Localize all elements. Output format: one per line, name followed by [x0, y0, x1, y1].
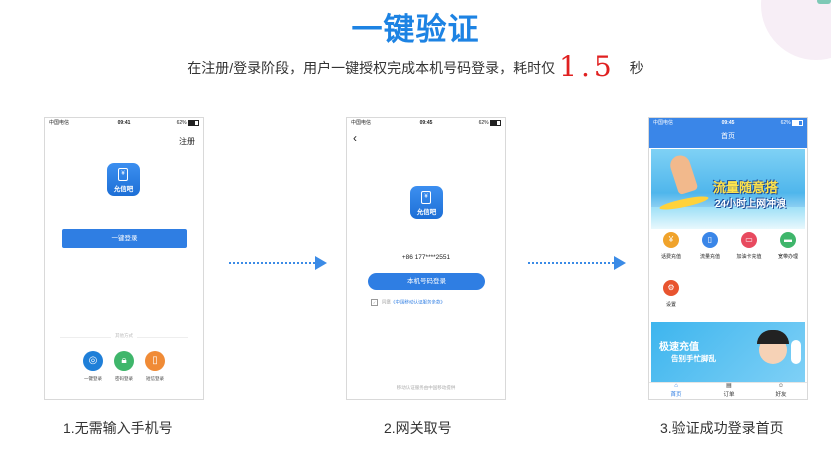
grid-label: 加油卡充值 — [736, 254, 762, 260]
grid-label: 宽带办理 — [777, 254, 798, 260]
battery-icon — [188, 119, 199, 126]
step-caption-3: 3.验证成功登录首页 — [660, 420, 784, 436]
divider-label: 其他方式 — [111, 333, 137, 339]
banner-headline: 极速充值 — [659, 342, 699, 353]
flow-arrow — [229, 256, 329, 270]
grid-item-fuel-card[interactable]: ▭ 加油卡充值 — [730, 232, 768, 260]
surfer-graphic — [667, 152, 699, 196]
settings-icon: ⚙ — [663, 280, 679, 296]
home-icon: ⌂ — [674, 383, 678, 389]
grid-item-broadband[interactable]: ▬ 宽带办理 — [769, 232, 807, 260]
order-icon: ▤ — [726, 383, 732, 389]
duration-value: 1.5 — [559, 50, 616, 83]
register-link[interactable]: 注册 — [179, 137, 195, 146]
option-label: 一键登录 — [84, 376, 102, 381]
other-methods-divider: 其他方式 — [60, 333, 188, 339]
grid-label: 话费充值 — [660, 254, 681, 260]
option-label: 密码登录 — [115, 376, 133, 381]
tab-home[interactable]: ⌂ 首页 — [651, 383, 701, 398]
status-bar: 中国电信 09:41 62% — [45, 118, 203, 128]
subtitle-text: 在注册/登录阶段，用户一键授权完成本机号码登录，耗时仅 — [187, 60, 556, 76]
battery-percent: 62% — [780, 120, 791, 126]
masked-phone-number: +86 177****2551 — [401, 254, 451, 261]
page-title: 一键验证 — [351, 12, 480, 47]
battery-icon — [792, 119, 803, 126]
status-bar: 中国电信 09:45 62% — [649, 118, 807, 128]
clock: 09:45 — [419, 120, 433, 126]
battery-icon — [490, 119, 501, 126]
phone-mockup-login: 中国电信 09:41 62% 注册 ¥ 允信吧 一键登录 其他方式 ◎ 一键登录… — [44, 117, 204, 400]
phone-mockup-home: 中国电信 09:45 62% 首页 流量随意搭 24小时上网冲浪 ¥ 话费充值 … — [648, 117, 808, 400]
arrow-head-icon — [315, 256, 327, 270]
flow-arrow — [528, 256, 628, 270]
data-icon: ▯ — [702, 232, 718, 248]
option-one-click[interactable]: ◎ 一键登录 — [78, 351, 108, 382]
sms-phone-icon: ▯ — [145, 351, 165, 371]
status-bar: 中国电信 09:45 62% — [347, 118, 505, 128]
carrier: 中国电信 — [653, 120, 674, 126]
grid-item-data[interactable]: ▯ 流量充值 — [691, 232, 729, 260]
app-name: 允信吧 — [113, 186, 134, 193]
phone-bill-icon: ¥ — [663, 232, 679, 248]
grid-label: 设置 — [665, 302, 676, 308]
battery-percent: 62% — [478, 120, 489, 126]
battery-percent: 62% — [176, 120, 187, 126]
battery-status: 62% — [177, 118, 199, 128]
banner-headline: 流量随意搭 — [713, 180, 779, 195]
app-name: 允信吧 — [416, 209, 437, 216]
local-number-login-button[interactable]: 本机号码登录 — [368, 273, 485, 290]
terms-agreement[interactable]: ✓ 同意《中国移动认证服务条款》 — [371, 299, 445, 306]
one-click-login-button[interactable]: 一键登录 — [62, 229, 187, 248]
option-sms[interactable]: ▯ 短信登录 — [140, 351, 170, 382]
rabbit-graphic — [791, 340, 801, 364]
agree-prefix: 同意 — [382, 299, 391, 305]
agree-checkbox[interactable]: ✓ — [371, 299, 378, 306]
carrier: 中国电信 — [351, 120, 372, 126]
friends-icon: ☺ — [777, 383, 785, 389]
step-caption-1: 1.无需输入手机号 — [63, 420, 173, 436]
promo-banner-recharge[interactable]: 极速充值 告别手忙脚乱 — [651, 322, 805, 382]
carrier: 中国电信 — [49, 120, 70, 126]
home-header: 首页 — [649, 128, 807, 148]
phone-icon: ¥ — [421, 191, 431, 204]
battery-status: 62% — [479, 118, 501, 128]
tab-orders[interactable]: ▤ 订单 — [704, 383, 754, 398]
promo-banner-data[interactable]: 流量随意搭 24小时上网冲浪 — [651, 149, 805, 229]
grid-label: 流量充值 — [699, 254, 720, 260]
option-password[interactable]: 🔒︎ 密码登录 — [109, 351, 139, 382]
grid-item-settings[interactable]: ⚙ 设置 — [652, 280, 690, 308]
duration-unit: 秒 — [629, 60, 644, 76]
banner-subline: 24小时上网冲浪 — [715, 199, 787, 210]
tab-friends[interactable]: ☺ 好友 — [756, 383, 806, 398]
phone-icon: ¥ — [118, 168, 128, 181]
tab-label: 订单 — [723, 392, 735, 398]
step-caption-2: 2.网关取号 — [384, 420, 452, 436]
cap-graphic — [757, 330, 789, 344]
china-mobile-icon: ◎ — [83, 351, 103, 371]
battery-status: 62% — [781, 118, 803, 128]
option-label: 短信登录 — [146, 376, 164, 381]
lock-icon: 🔒︎ — [114, 351, 134, 371]
back-arrow-icon[interactable]: ‹ — [353, 131, 357, 145]
fuel-card-icon: ▭ — [741, 232, 757, 248]
terms-link[interactable]: 《中国移动认证服务条款》 — [391, 299, 445, 305]
arrow-head-icon — [614, 256, 626, 270]
bottom-tab-bar: ⌂ 首页 ▤ 订单 ☺ 好友 — [649, 382, 807, 399]
tab-label: 首页 — [670, 392, 682, 398]
broadband-icon: ▬ — [780, 232, 796, 248]
app-logo: ¥ 允信吧 — [410, 186, 443, 219]
tab-label: 好友 — [775, 392, 787, 398]
clock: 09:45 — [721, 120, 735, 126]
provider-footer: 移动认证服务由中国移动提供 — [396, 385, 456, 390]
grid-item-phone-bill[interactable]: ¥ 话费充值 — [652, 232, 690, 260]
app-logo: ¥ 允信吧 — [107, 163, 140, 196]
corner-decoration-dot — [817, 0, 831, 4]
phone-mockup-gateway: 中国电信 09:45 62% ‹ ¥ 允信吧 +86 177****2551 本… — [346, 117, 506, 400]
banner-subline: 告别手忙脚乱 — [671, 354, 716, 363]
clock: 09:41 — [117, 120, 131, 126]
